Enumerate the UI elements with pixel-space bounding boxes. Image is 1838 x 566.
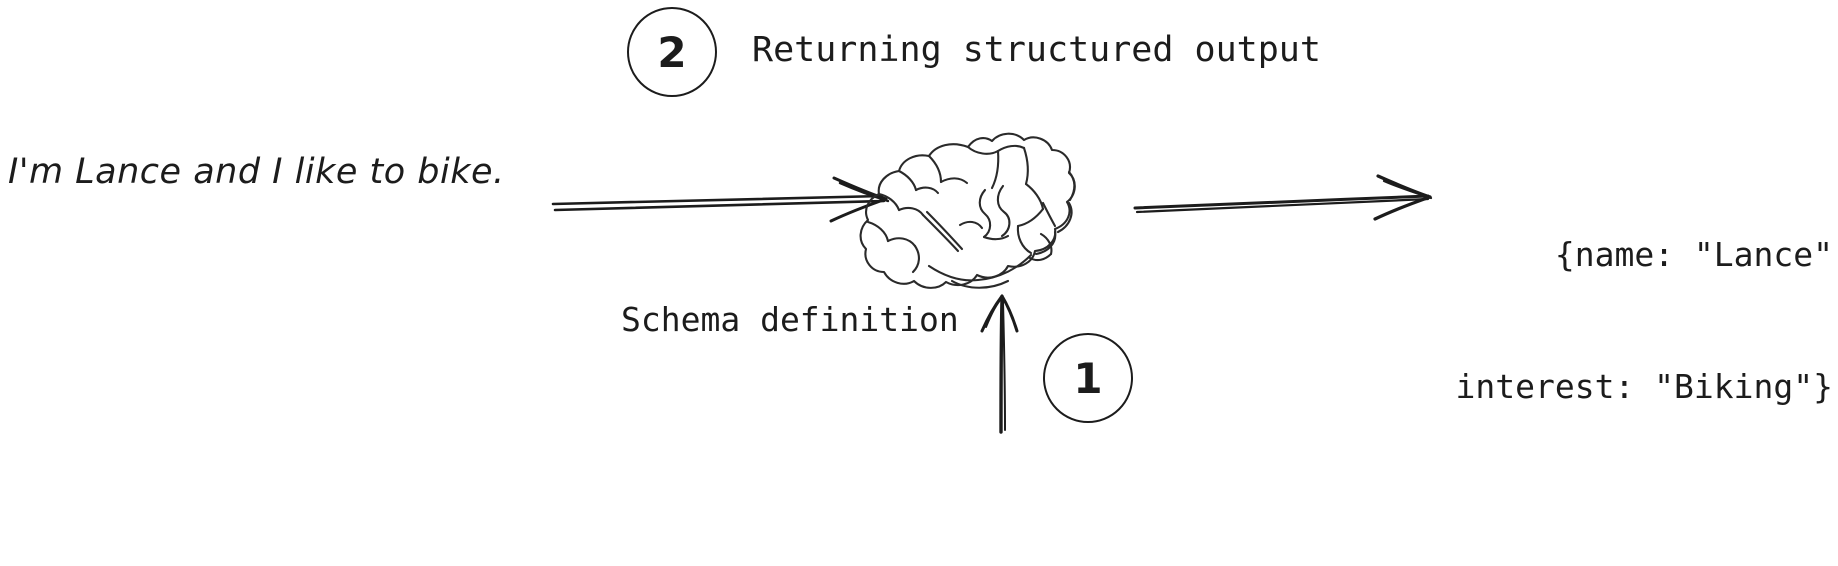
arrow-right-icon xyxy=(1133,174,1433,221)
step-badge-2: 2 xyxy=(627,7,717,97)
step-badge-1: 1 xyxy=(1043,333,1133,423)
output-line-1: {name: "Lance" xyxy=(1554,235,1833,274)
step-1-label: Schema definition xyxy=(621,300,959,339)
schema-definition-block: {name: "Person's name" interest: "Person… xyxy=(690,485,1310,566)
arrow-up-icon xyxy=(980,294,1019,434)
brain-icon xyxy=(859,132,1076,289)
step-2-label: Returning structured output xyxy=(752,30,1321,70)
input-utterance-text: I'm Lance and I like to bike. xyxy=(8,152,505,192)
arrow-right-icon xyxy=(551,176,890,223)
output-line-2: interest: "Biking"} xyxy=(1455,367,1834,406)
structured-output-block: {name: "Lance" interest: "Biking"} xyxy=(1438,145,1834,497)
